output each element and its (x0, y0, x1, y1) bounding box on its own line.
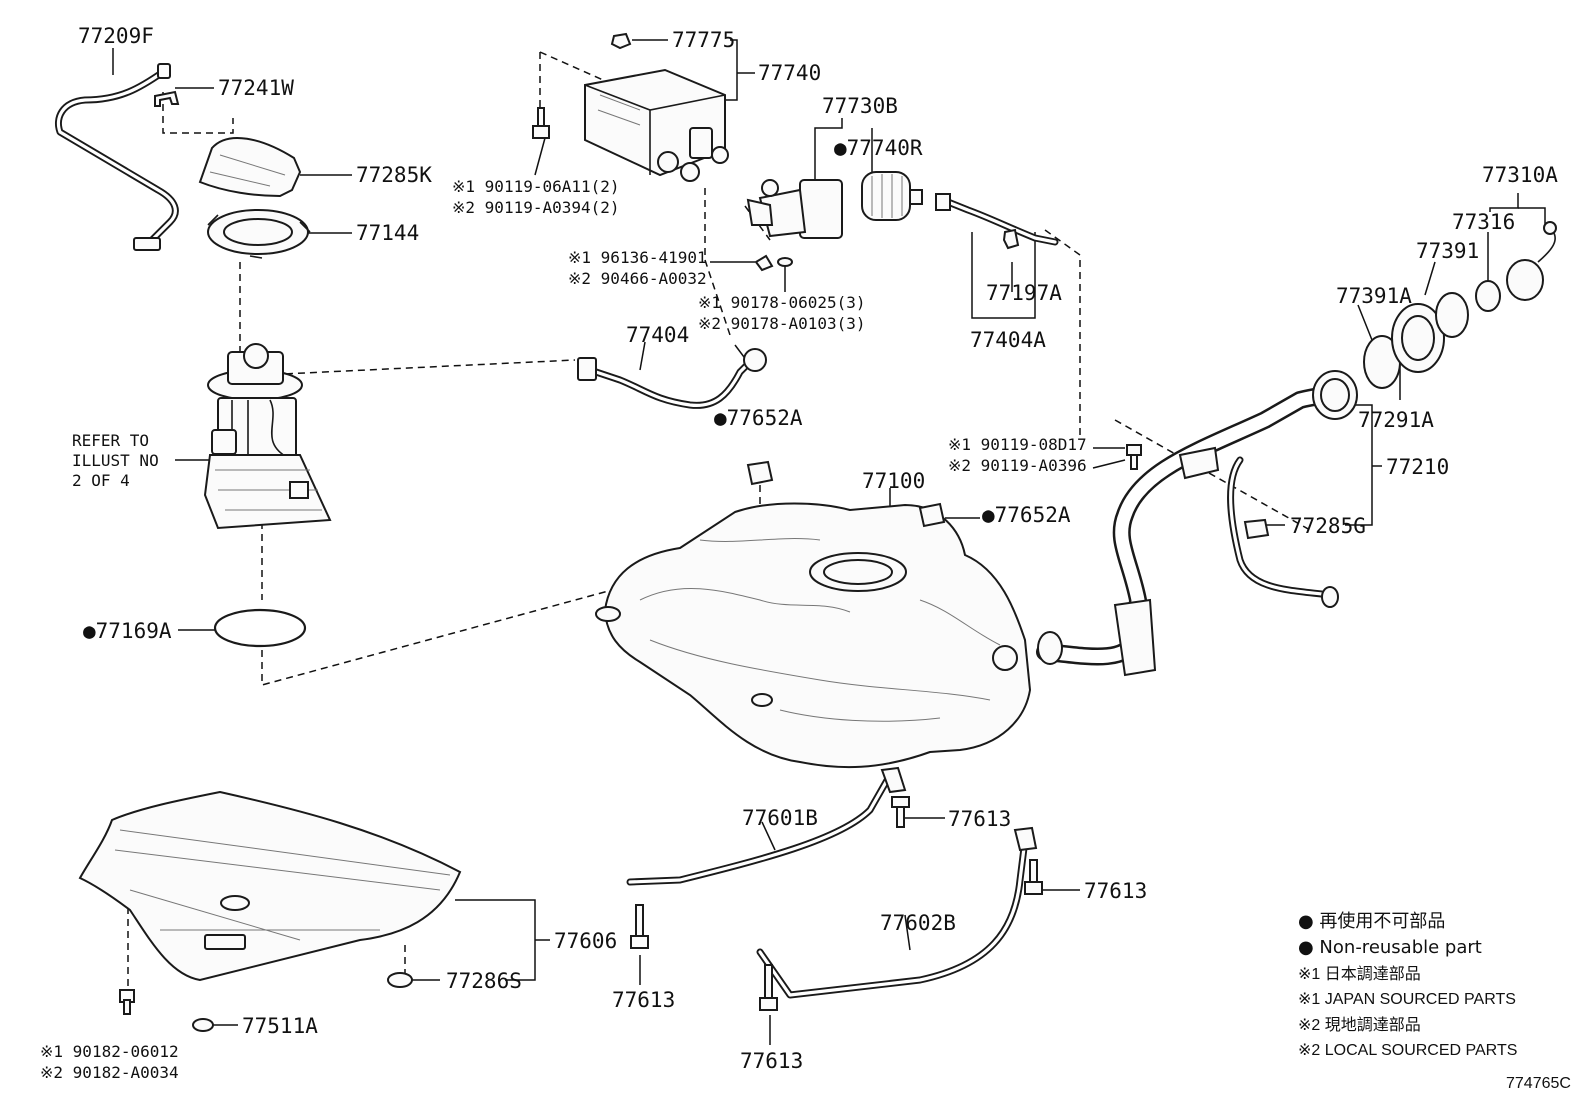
fuel-cap-77310A (1506, 221, 1557, 301)
label-refer-line1: REFER TO (72, 431, 149, 450)
label-77197A: 77197A (986, 281, 1062, 305)
tube-77404A (935, 193, 1059, 246)
bolt-77613-b (1024, 859, 1043, 895)
label-77100: 77100 (862, 469, 925, 493)
legend-line-6: ※2 LOCAL SOURCED PARTS (1298, 1042, 1517, 1059)
label-clip-c2: ※2 90178-A0103(3) (698, 314, 866, 333)
label-77652A-right (918, 502, 946, 528)
label-77285G: 77285G (1290, 514, 1366, 538)
tank-band-77602B (756, 826, 1038, 999)
label-bolt-e1: ※1 90182-06012 (40, 1042, 179, 1061)
label-clip-c1: ※1 90178-06025(3) (698, 293, 866, 312)
clip-77286S (387, 972, 413, 988)
legend-line-1: ● 再使用不可部品 (1298, 911, 1445, 932)
tank-band-77601B (626, 766, 907, 886)
label-77209F: 77209F (78, 24, 154, 48)
label-77391: 77391 (1416, 239, 1479, 263)
part-number-labels: 77209F 77241W 77285K 77144 REFER TO ILLU… (40, 24, 1558, 1082)
label-77740: 77740 (758, 61, 821, 85)
bolt-canister (532, 107, 550, 139)
label-bolt-d1: ※1 90119-08D17 (948, 435, 1087, 454)
charcoal-canister-77740 (584, 68, 729, 182)
label-77652A-left (746, 460, 774, 486)
label-77613-b: 77613 (1084, 879, 1147, 903)
legend-line-5: ※2 現地調達部品 (1298, 1016, 1421, 1034)
clip-77511A (192, 1018, 214, 1032)
label-77169A: ●77169A (83, 619, 172, 643)
clip-90178 (777, 257, 793, 267)
legend-line-3: ※1 日本調達部品 (1298, 965, 1421, 983)
label-77613-c: 77613 (612, 988, 675, 1012)
label-77613-a: 77613 (948, 807, 1011, 831)
label-77285K: 77285K (356, 163, 432, 187)
label-77291A: 77291A (1358, 408, 1434, 432)
fuel-pump-module (203, 343, 332, 530)
label-77404A: 77404A (970, 328, 1046, 352)
label-77286S: 77286S (446, 969, 522, 993)
label-77602B: 77602B (880, 911, 956, 935)
bolt-filler (1126, 444, 1142, 470)
hose-77404 (577, 348, 767, 409)
label-77652A-left: ●77652A (714, 406, 803, 430)
label-77310A: 77310A (1482, 163, 1558, 187)
fuel-tank-protector-77606 (78, 790, 462, 982)
filter-77740R (861, 171, 923, 221)
legend: ● 再使用不可部品 ● Non-reusable part ※1 日本調達部品 … (1298, 911, 1571, 1092)
label-clip-b1: ※1 96136-41901 (568, 248, 707, 267)
filler-neck-77291A (1391, 303, 1445, 373)
vent-valve-77730B (746, 179, 843, 239)
label-bolt-a2: ※2 90119-A0394(2) (452, 198, 620, 217)
label-77601B: 77601B (742, 806, 818, 830)
bolt-77613-c (630, 904, 649, 949)
clip-77241W (154, 90, 180, 107)
label-77511A: 77511A (242, 1014, 318, 1038)
label-bolt-e2: ※2 90182-A0034 (40, 1063, 179, 1082)
ring-77316 (1475, 280, 1501, 312)
label-77606: 77606 (554, 929, 617, 953)
label-refer-line2: ILLUST NO (72, 451, 159, 470)
label-77316: 77316 (1452, 210, 1515, 234)
figure-id: 774765C (1506, 1075, 1571, 1092)
fuel-tube-77209F (55, 63, 179, 251)
label-bolt-a1: ※1 90119-06A11(2) (452, 177, 620, 196)
legend-line-4: ※1 JAPAN SOURCED PARTS (1298, 991, 1516, 1008)
clip-77197A (1002, 228, 1020, 250)
label-77241W: 77241W (218, 76, 294, 100)
retainer-ring-77144 (207, 209, 311, 259)
bolt-77613-d (759, 964, 778, 1011)
label-77730B: 77730B (822, 94, 898, 118)
filler-pipe-77210 (1036, 370, 1358, 677)
legend-line-2: ● Non-reusable part (1298, 937, 1482, 958)
label-77740R: ●77740R (834, 136, 923, 160)
cover-77285K (198, 136, 302, 198)
label-clip-b2: ※2 90466-A0032 (568, 269, 707, 288)
label-77404: 77404 (626, 323, 689, 347)
label-refer-line3: 2 OF 4 (72, 471, 130, 490)
label-77391A: 77391A (1336, 284, 1412, 308)
label-77775: 77775 (672, 28, 735, 52)
clip-96136 (754, 254, 774, 272)
clip-77285G (1243, 518, 1270, 540)
gasket-77169A (213, 608, 307, 648)
bolt-77613-a (891, 796, 910, 828)
gasket-77391 (1435, 292, 1469, 338)
label-77210: 77210 (1386, 455, 1449, 479)
label-77613-d: 77613 (740, 1049, 803, 1073)
label-bolt-d2: ※2 90119-A0396 (948, 456, 1087, 475)
grommet-77775 (610, 32, 632, 50)
label-77144: 77144 (356, 221, 419, 245)
bolt-90182 (119, 989, 135, 1015)
fuel-tank-77100 (595, 502, 1032, 769)
label-77652A-right: ●77652A (982, 503, 1071, 527)
